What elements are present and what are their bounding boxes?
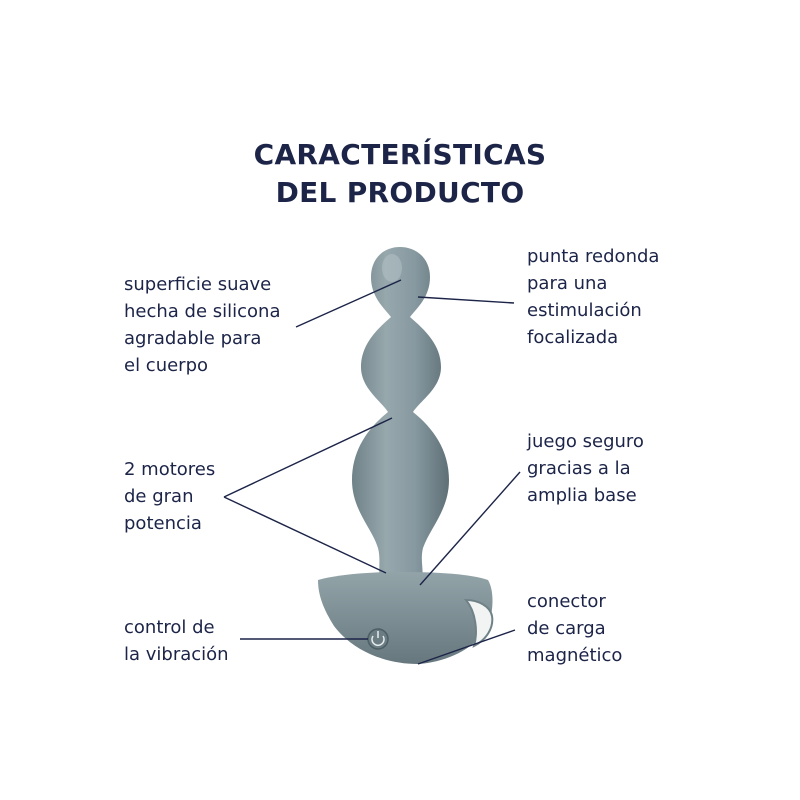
feature-base-line-2: gracias a la — [527, 458, 631, 479]
leader-motors-upper — [223, 417, 393, 498]
feature-base-label: juego seguro gracias a la amplia base — [527, 428, 644, 509]
leader-base — [419, 471, 521, 586]
feature-motors-line-1: 2 motores — [124, 459, 216, 480]
feature-tip-line-2: para una — [527, 273, 608, 294]
feature-control-line-1: control de — [124, 617, 215, 638]
title-line-2: DEL PRODUCTO — [275, 176, 525, 209]
feature-charging-label: conector de carga magnético — [527, 588, 622, 669]
feature-control-line-2: la vibración — [124, 644, 229, 665]
leader-lines — [223, 279, 521, 665]
leader-surface — [295, 279, 402, 328]
feature-tip-line-3: estimulación — [527, 300, 642, 321]
feature-charging-line-2: de carga — [527, 618, 606, 639]
leader-tip — [417, 296, 515, 304]
feature-motors-label: 2 motores de gran potencia — [124, 456, 215, 537]
feature-charging-line-1: conector — [527, 591, 606, 612]
feature-tip-line-4: focalizada — [527, 327, 619, 348]
leader-motors-lower — [223, 496, 387, 574]
feature-surface-label: superficie suave hecha de silicona agrad… — [124, 271, 281, 379]
feature-surface-line-3: agradable para — [124, 328, 262, 349]
feature-charging-line-3: magnético — [527, 645, 623, 666]
feature-motors-line-3: potencia — [124, 513, 202, 534]
feature-motors-line-2: de gran — [124, 486, 194, 507]
feature-surface-line-4: el cuerpo — [124, 355, 209, 376]
feature-surface-line-1: superficie suave — [124, 274, 272, 295]
product-base — [318, 572, 493, 664]
feature-tip-label: punta redonda para una estimulación foca… — [527, 243, 659, 351]
power-button-icon — [367, 628, 389, 650]
feature-surface-line-2: hecha de silicona — [124, 301, 281, 322]
feature-base-line-3: amplia base — [527, 485, 637, 506]
base-rim — [463, 598, 494, 648]
product-shaft — [352, 247, 449, 578]
feature-base-line-1: juego seguro — [527, 431, 644, 452]
feature-tip-line-1: punta redonda — [527, 246, 660, 267]
feature-control-label: control de la vibración — [124, 614, 229, 668]
leader-charge — [417, 629, 516, 665]
title-line-1: CARACTERÍSTICAS — [253, 138, 547, 171]
tip-highlight — [382, 254, 402, 282]
